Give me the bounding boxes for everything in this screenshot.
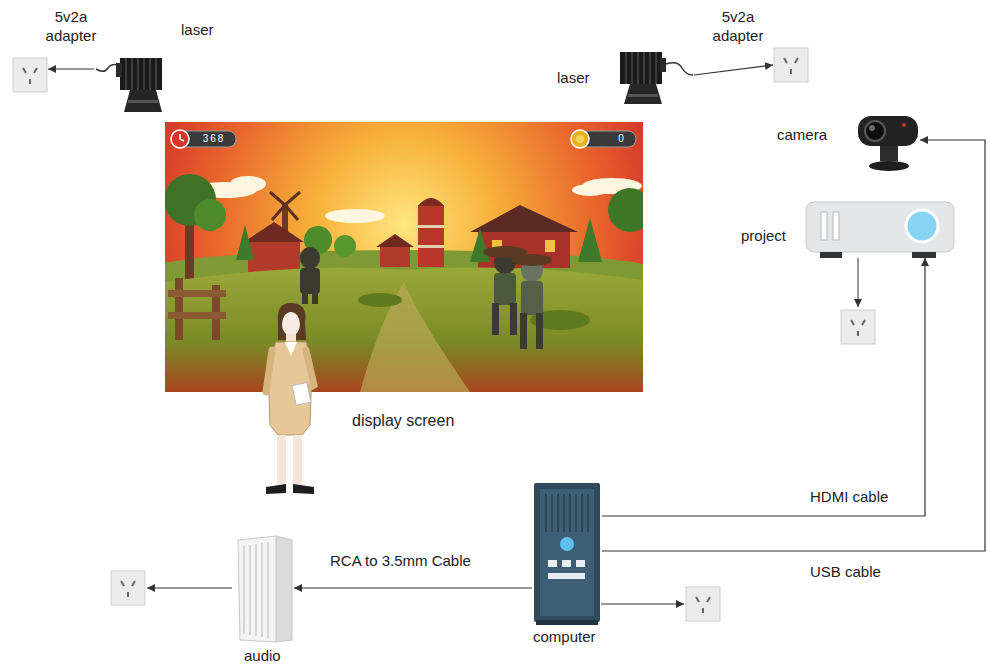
power-socket [111,571,145,605]
device-label: camera [777,126,827,145]
device-label: laser [557,69,590,88]
cable-label: USB cable [808,563,883,581]
power-socket [774,48,808,82]
timer-value: 368 [194,132,234,145]
laser-device: laser [618,50,694,106]
device-label: project [741,227,786,246]
projector-icon [806,202,954,258]
device-label: computer [533,628,596,647]
display-screen: display screen [165,122,643,392]
presenter-figure [266,303,314,494]
power-socket [686,587,720,621]
power-adapter: 5v2a adapter [773,47,809,83]
device-label: 5v2a adapter [30,8,112,46]
cable-connector [294,587,532,588]
laser-icon [620,52,693,104]
power-adapter: 5v2a adapter [12,57,48,93]
game-picture [165,122,643,392]
speaker-icon [238,536,292,642]
device-label: display screen [352,411,454,431]
audio-speaker: audio [234,534,294,644]
power-socket [13,58,47,92]
cable-connector [602,140,985,551]
projector-device: project [805,200,955,258]
power-wire [858,258,859,307]
power-wire [601,604,684,605]
cable-connector [48,68,94,69]
power-socket [841,310,875,344]
cable-label: HDMI cable [808,488,890,506]
computer-tower: computer [532,482,602,626]
power-wire [147,588,232,589]
cable-connector [694,65,773,75]
cable-label: RCA to 3.5mm Cable [328,552,473,570]
coin-value: 0 [612,132,630,145]
computer-icon [534,483,600,625]
device-label: 5v2a adapter [697,8,779,46]
camera-icon [858,116,918,171]
laser-device: laser [94,56,164,114]
camera-device: camera [856,112,920,172]
device-label: audio [244,647,281,666]
cable-connector [602,258,925,516]
device-label: laser [181,21,214,40]
laser-icon [96,58,162,112]
